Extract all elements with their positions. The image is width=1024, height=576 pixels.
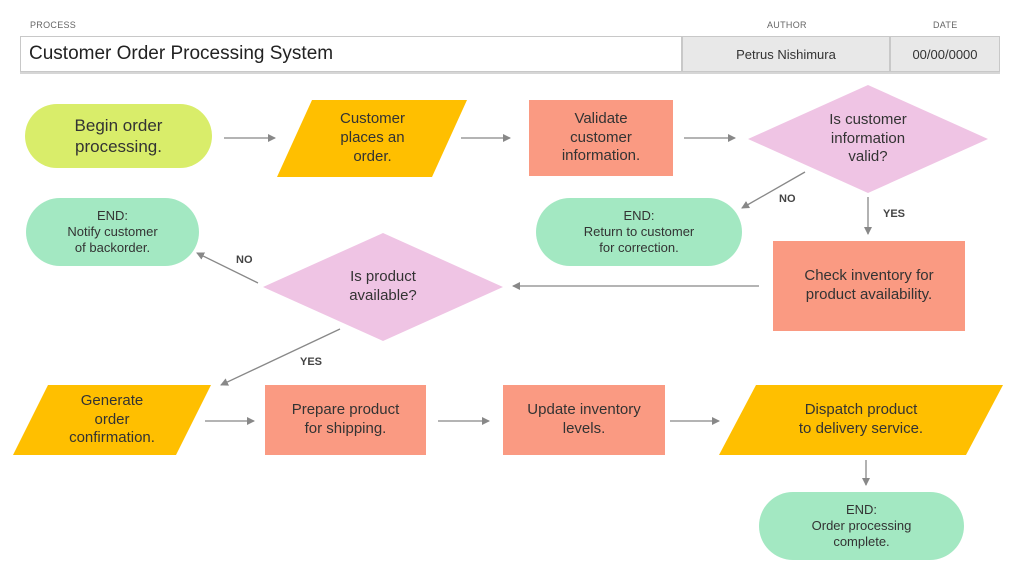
end-backorder-node: END: Notify customer of backorder. (67, 207, 158, 256)
valid-yes-label: YES (883, 208, 906, 220)
header-divider (20, 72, 1000, 74)
process-label: PROCESS (30, 20, 77, 30)
arrow-available-yes (220, 328, 341, 386)
validate-node: Validate customer information. (561, 109, 641, 165)
info-valid-node: Is customer information valid? (829, 110, 907, 166)
dispatch-node: Dispatch product to delivery service. (798, 401, 924, 437)
process-title: Customer Order Processing System (20, 36, 682, 72)
date-label: DATE (933, 20, 958, 30)
update-inventory-shape (503, 385, 665, 455)
check-inventory-node: Check inventory for product availability… (804, 267, 934, 303)
update-inventory-node: Update inventory levels. (527, 401, 641, 437)
valid-no-label: NO (779, 193, 796, 205)
info-valid-shape (748, 85, 988, 193)
end-backorder-shape (26, 198, 199, 266)
product-available-node: Is product available? (349, 268, 417, 304)
prepare-shipping-node: Prepare product for shipping. (291, 401, 400, 437)
available-yes-label: YES (300, 356, 323, 368)
end-complete-node: END: Order processing complete. (811, 501, 912, 550)
customer-places-node: Customer places an order. (339, 110, 406, 165)
generate-confirmation-node: Generate order confirmation. (69, 391, 155, 447)
end-return-shape (536, 198, 742, 266)
customer-places-shape (277, 100, 467, 177)
check-inventory-shape (773, 241, 965, 331)
validate-shape (529, 100, 673, 176)
author-value: Petrus Nishimura (682, 36, 890, 72)
date-value: 00/00/0000 (890, 36, 1000, 72)
product-available-shape (263, 233, 503, 341)
arrow-valid-no (741, 171, 806, 209)
dispatch-shape (719, 385, 1003, 455)
prepare-shipping-shape (265, 385, 426, 455)
author-label: AUTHOR (767, 20, 807, 30)
arrow-available-no (196, 252, 259, 284)
begin-shape (25, 104, 212, 168)
end-return-node: END: Return to customer for correction. (583, 207, 695, 256)
begin-node: Begin order processing. (74, 115, 163, 156)
end-complete-shape (759, 492, 964, 560)
generate-confirmation-shape (13, 385, 211, 455)
available-no-label: NO (236, 254, 253, 266)
